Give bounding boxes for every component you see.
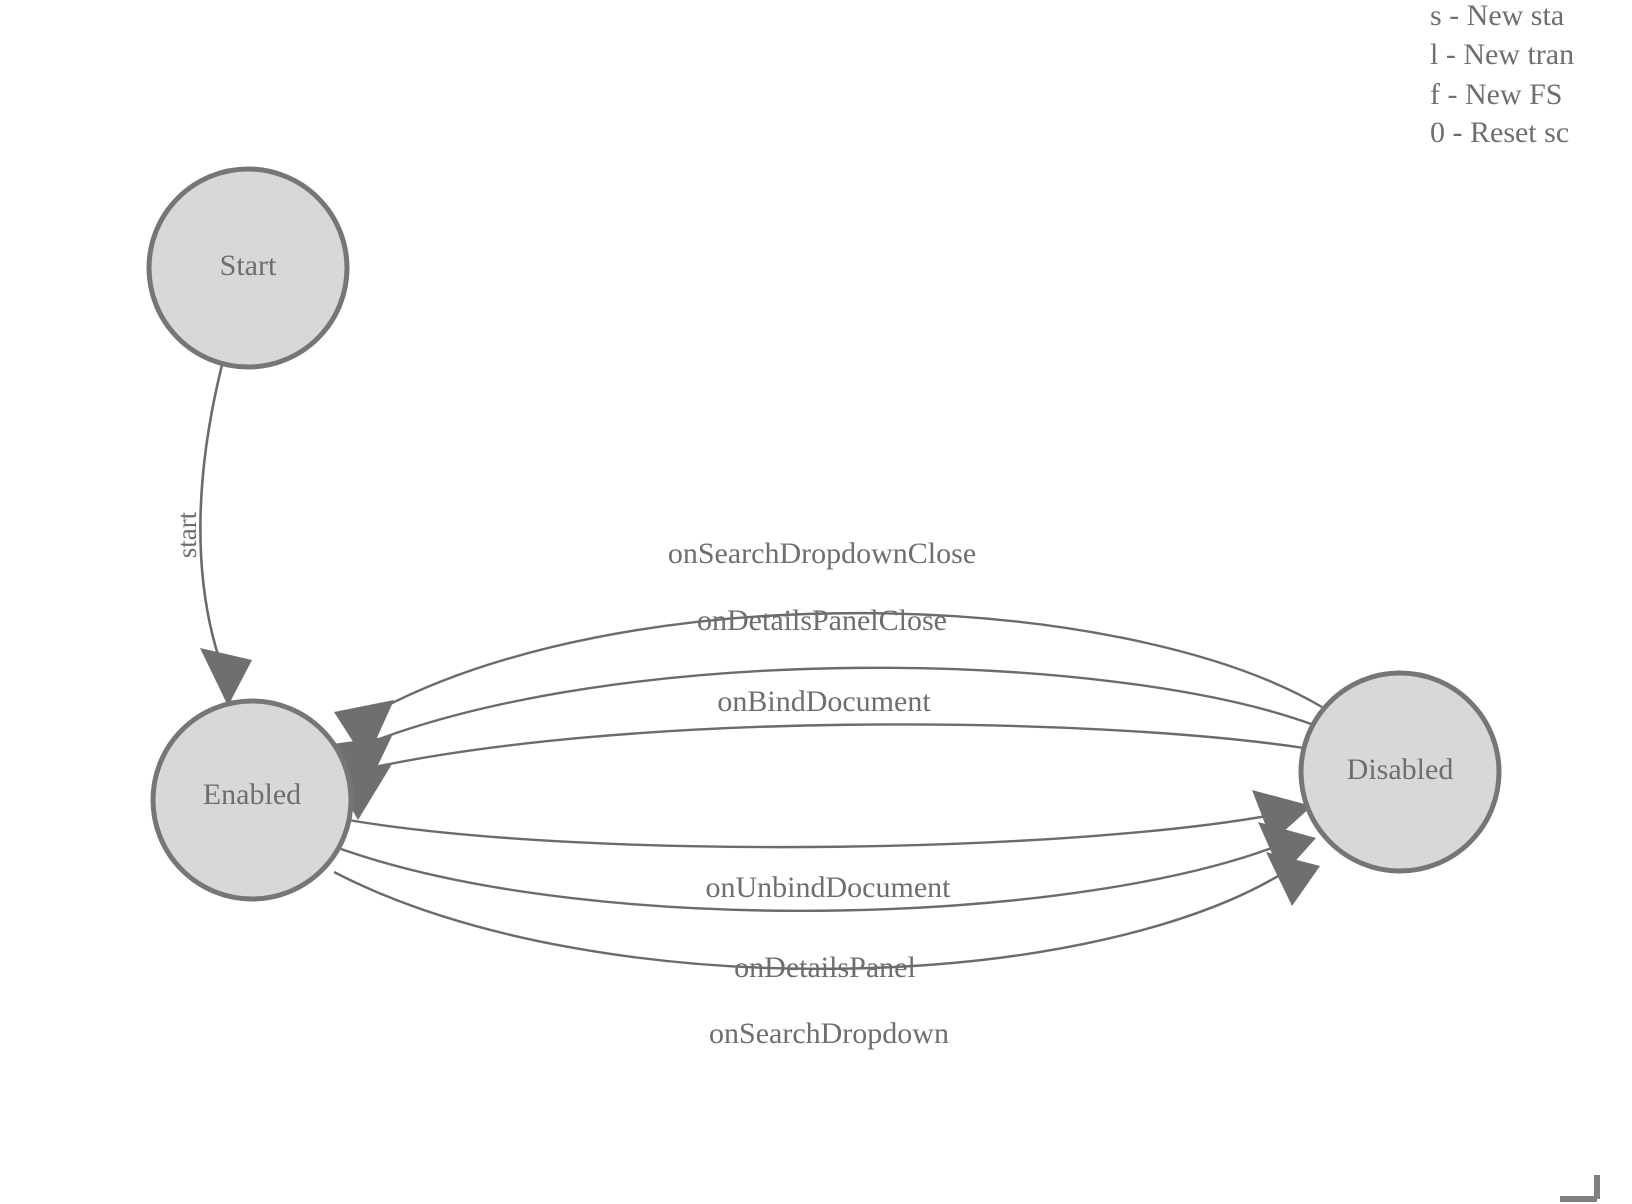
edge-label-start: start (172, 511, 202, 558)
edge-label-ondetailspanelclose: onDetailsPanelClose (697, 604, 947, 637)
edge-enabled-to-disabled-searchdropdown[interactable]: onSearchDropdown (333, 852, 1320, 1050)
state-label-enabled: Enabled (203, 778, 301, 811)
arrowhead-e1 (334, 700, 394, 762)
state-circle-disabled[interactable] (1298, 670, 1502, 874)
edge-path-e5 (340, 838, 1293, 913)
edge-path-e3 (351, 723, 1305, 774)
arrowhead-e2 (332, 736, 392, 794)
edge-disabled-to-enabled-searchdropdownclose[interactable]: onSearchDropdownClose (334, 537, 1323, 762)
edge-label-onsearchdropdown: onSearchDropdown (709, 1017, 949, 1050)
edge-label-onbinddocument: onBindDocument (717, 685, 931, 718)
edge-label-onsearchdropdownclose: onSearchDropdownClose (668, 537, 976, 570)
state-node-start[interactable]: Start (146, 166, 350, 370)
state-circle-start[interactable] (146, 166, 350, 370)
arrowhead-start-enabled (200, 648, 252, 706)
arrowhead-e5 (1258, 822, 1316, 876)
edge-label-onunbinddocument: onUnbindDocument (706, 871, 952, 904)
edge-disabled-to-enabled-detailspanelclose[interactable]: onDetailsPanelClose (332, 604, 1315, 794)
edge-path-e2 (355, 666, 1315, 750)
edge-path-start-enabled (199, 364, 224, 656)
edge-path-e1 (363, 611, 1323, 720)
edge-path-e4 (347, 810, 1289, 849)
state-label-start: Start (220, 249, 277, 282)
state-label-disabled: Disabled (1347, 753, 1454, 786)
edge-path-e6 (333, 861, 1301, 971)
arrowhead-e6 (1266, 852, 1320, 906)
legend-line-new-fsm: f - New FS (1430, 78, 1563, 111)
legend-line-new-state: s - New sta (1430, 0, 1564, 32)
legend-panel: s - New sta l - New tran f - New FS 0 - … (1430, 0, 1574, 149)
legend-line-reset: 0 - Reset sc (1430, 116, 1569, 149)
legend-line-new-transition: l - New tran (1430, 38, 1574, 71)
edge-start-to-enabled[interactable]: start (172, 364, 252, 706)
edge-enabled-to-disabled-detailspanel[interactable]: onDetailsPanel (340, 822, 1316, 984)
edge-disabled-to-enabled-binddocument[interactable]: onBindDocument (330, 685, 1305, 820)
resize-corner-mark[interactable] (1560, 1175, 1600, 1202)
state-circle-enabled[interactable] (150, 698, 354, 902)
state-node-enabled[interactable]: Enabled (150, 698, 354, 902)
state-node-disabled[interactable]: Disabled (1298, 670, 1502, 874)
corner-bracket-icon (1560, 1175, 1600, 1202)
